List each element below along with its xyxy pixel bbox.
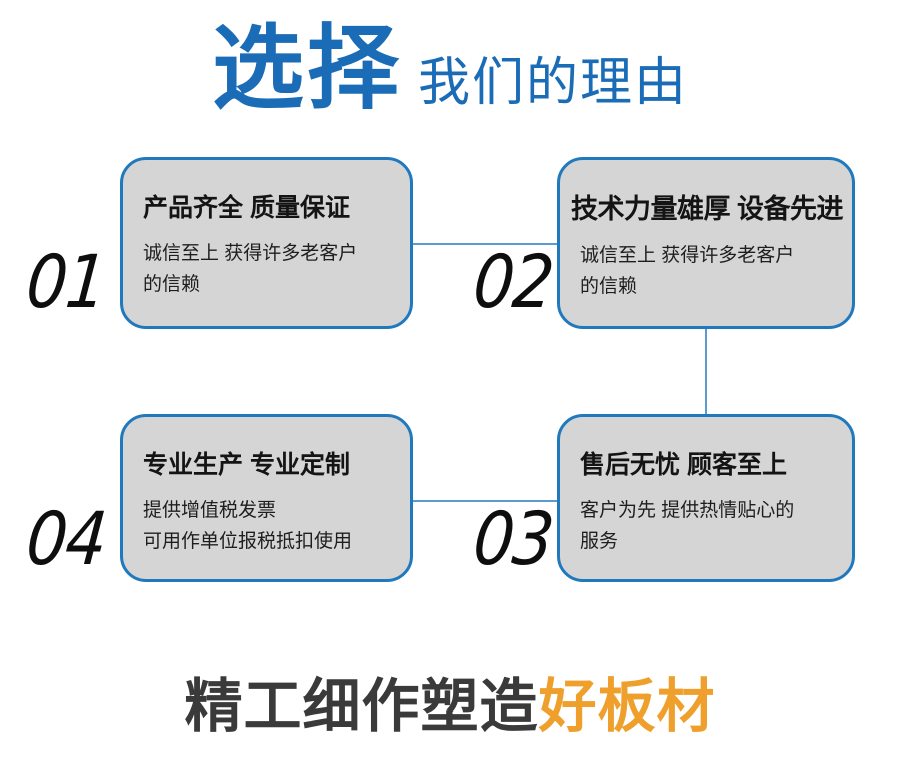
connector-line-vertical (705, 328, 707, 416)
reason-3-description: 客户为先 提供热情贴心的 服务 (580, 500, 795, 552)
connector-line-top (411, 243, 558, 245)
reason-card-2: 技术力量雄厚 设备先进 诚信至上 获得许多老客户 的信赖 (557, 157, 855, 329)
page-title-highlight: 选择 (211, 18, 402, 120)
footer-slogan: 精工细作塑造好板材 (0, 672, 900, 742)
page-title-rest: 我们的理由 (418, 54, 689, 112)
reason-1-number: 01 (23, 240, 109, 325)
connector-line-bottom (411, 500, 558, 502)
page-title: 选择 我们的理由 (0, 18, 900, 121)
reason-card-4: 专业生产 专业定制 提供增值税发票 可用作单位报税抵扣使用 (120, 414, 413, 582)
reason-4-description: 提供增值税发票 可用作单位报税抵扣使用 (143, 500, 353, 552)
reason-2-number: 02 (470, 240, 556, 325)
reason-4-title: 专业生产 专业定制 (143, 451, 350, 479)
reason-card-3: 售后无忧 顾客至上 客户为先 提供热情贴心的 服务 (557, 414, 855, 582)
reason-1-description: 诚信至上 获得许多老客户 的信赖 (143, 243, 358, 295)
reason-1-title: 产品齐全 质量保证 (143, 194, 350, 222)
reason-3-title: 售后无忧 顾客至上 (580, 451, 787, 479)
reason-2-title: 技术力量雄厚 设备先进 (571, 194, 844, 224)
footer-slogan-prefix: 精工细作塑造 (184, 674, 539, 739)
reason-4-number: 04 (23, 497, 109, 582)
reason-card-1: 产品齐全 质量保证 诚信至上 获得许多老客户 的信赖 (120, 157, 413, 329)
footer-slogan-highlight: 好板材 (538, 674, 716, 739)
reason-3-number: 03 (470, 497, 556, 582)
reason-2-description: 诚信至上 获得许多老客户 的信赖 (580, 245, 795, 298)
